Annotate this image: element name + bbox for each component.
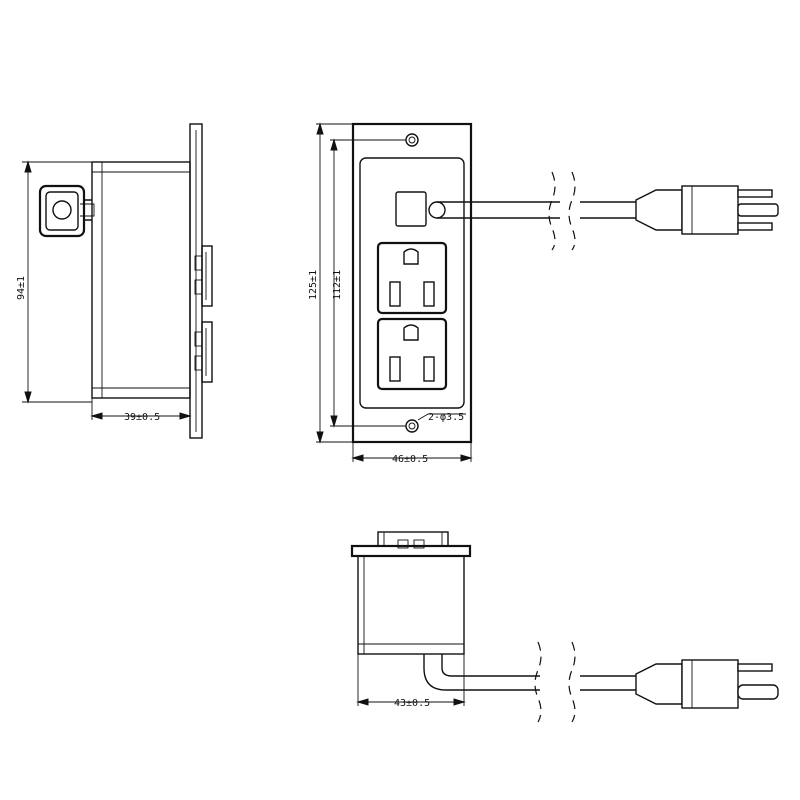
plug-ground-pin (737, 203, 779, 217)
receptacle-top (376, 241, 448, 315)
dim-front-width: 46±0.5 (392, 454, 428, 465)
plug-prong (737, 189, 773, 198)
front-mounting-hole-top (405, 133, 419, 147)
plug-body (681, 185, 739, 235)
bottom-top-cap (377, 531, 449, 547)
dim-bottom-width: 43±0.5 (394, 698, 430, 709)
side-cord-hole (52, 200, 72, 220)
front-mounting-hole-bottom (405, 419, 419, 433)
side-housing (91, 161, 191, 399)
bottom-flange (350, 544, 472, 558)
front-grommet-square (395, 191, 427, 227)
plug-ground-pin (737, 684, 779, 700)
ground-slot-icon (403, 324, 419, 341)
bottom-housing (357, 555, 465, 655)
side-cord-grommet (38, 184, 86, 238)
dim-hole-spec: 2-φ3.5 (428, 412, 464, 423)
plug-prong (737, 222, 773, 231)
dim-side-height: 94±1 (16, 276, 27, 300)
front-face-plate (351, 122, 473, 444)
ground-slot-icon (403, 248, 419, 265)
bottom-view: 43±0.5 (350, 531, 779, 723)
plug-strain-relief (635, 663, 683, 705)
dim-front-total-height: 125±1 (308, 270, 319, 300)
receptacle-bottom (376, 317, 448, 391)
dim-front-inner-height: 112±1 (332, 270, 343, 300)
side-receptacle-bump-bottom (201, 321, 213, 383)
front-view: 125±1 112±1 2-φ3.5 46±0.5 (308, 122, 779, 465)
side-receptacle-bump-top (201, 245, 213, 307)
plug-body (681, 659, 739, 709)
side-view: 94±1 39±0.5 (16, 123, 213, 439)
dim-side-depth: 39±0.5 (124, 412, 160, 423)
plug-prong (737, 663, 773, 672)
plug-strain-relief (635, 189, 683, 231)
front-inner-panel (359, 157, 465, 409)
front-power-cord (428, 171, 779, 251)
